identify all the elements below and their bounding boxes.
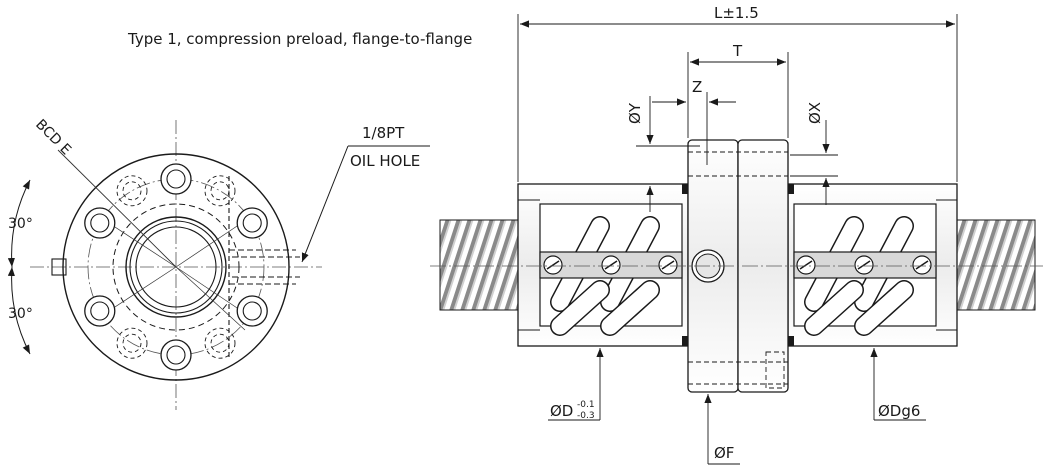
angle-arc-top — [7, 179, 31, 268]
rail-screw-slot — [799, 260, 813, 270]
length-label: L±1.5 — [714, 4, 759, 22]
bolt-hole-hidden — [116, 175, 148, 207]
radial-lines — [91, 211, 259, 331]
nut-bore-circle — [125, 216, 227, 318]
screw-thread-left — [439, 219, 519, 311]
bolt-hole-hidden-inner — [210, 181, 230, 201]
front-view — [30, 120, 322, 410]
bolt-holes-solid — [84, 163, 268, 371]
dg6-label: ØDg6 — [878, 402, 920, 420]
flange-side-marks — [682, 184, 794, 346]
bolt-hole — [236, 207, 268, 239]
bolt-hole-inner — [90, 213, 110, 233]
bolt-hole-hidden-inner — [122, 181, 142, 201]
y-label: ØY — [626, 102, 644, 124]
angle-bottom-label: 30° — [8, 306, 33, 322]
bcd-label: BCD E — [32, 117, 74, 159]
key-slot — [51, 258, 67, 276]
bolt-hole-inner — [166, 169, 186, 189]
nut-body-hidden-circle — [112, 203, 240, 331]
z-label: Z — [692, 78, 702, 96]
bolt-hole — [84, 295, 116, 327]
angle-arc-bottom — [7, 266, 31, 355]
bolt-hole — [160, 339, 192, 371]
rail-screw-slot — [546, 260, 560, 270]
rail-screw-slot — [915, 260, 929, 270]
flange-hidden-holes — [688, 151, 788, 389]
bolt-hole-inner — [242, 301, 262, 321]
bolt-hole — [84, 207, 116, 239]
return-tube — [855, 281, 913, 335]
bolt-hole-hidden-inner — [122, 333, 142, 353]
bolt-hole-inner — [166, 345, 186, 365]
bolt-hole-inner — [90, 301, 110, 321]
drawing-caption: Type 1, compression preload, flange-to-f… — [127, 30, 472, 48]
bolt-hole — [160, 163, 192, 195]
screw-shaft — [439, 219, 1036, 311]
return-tube — [601, 281, 659, 335]
return-tube — [805, 281, 863, 335]
rail-screw-slot — [604, 260, 618, 270]
bolt-hole-hidden — [204, 327, 236, 359]
return-tube — [551, 281, 609, 335]
oil-hole-hidden-lines — [229, 249, 300, 285]
rail-screw-slot — [661, 260, 675, 270]
bolt-hole — [236, 295, 268, 327]
bcd-leader-line — [57, 149, 177, 268]
bolt-holes-hidden — [116, 175, 236, 359]
oil-hole-label: OIL HOLE — [350, 152, 420, 170]
bolt-hole-hidden-inner — [210, 333, 230, 353]
d-label: ØD — [550, 402, 573, 420]
f-label: ØF — [714, 444, 734, 462]
rail-screws — [543, 255, 932, 275]
oil-hole-leader — [301, 145, 430, 263]
flange-outer-circle — [62, 153, 290, 381]
nut-end-lines — [518, 199, 957, 331]
angle-top-label: 30° — [8, 216, 33, 232]
rail-screw-slot — [857, 260, 871, 270]
screw-thread-right — [956, 219, 1036, 311]
screw-root-circle — [135, 226, 217, 308]
bolt-hole-hidden — [116, 327, 148, 359]
bolt-hole-hidden — [204, 175, 236, 207]
x-label: ØX — [806, 102, 824, 124]
t-label: T — [732, 42, 743, 60]
d-tolerance-lower: -0.3 — [577, 411, 595, 421]
d-tolerance-upper: -0.1 — [577, 400, 595, 410]
oil-hole-size-label: 1/8PT — [362, 124, 405, 142]
angle-dimensions — [7, 179, 31, 355]
screw-outer-circle — [129, 220, 223, 314]
dimension-lines — [517, 14, 958, 465]
bolt-hole-inner — [242, 213, 262, 233]
